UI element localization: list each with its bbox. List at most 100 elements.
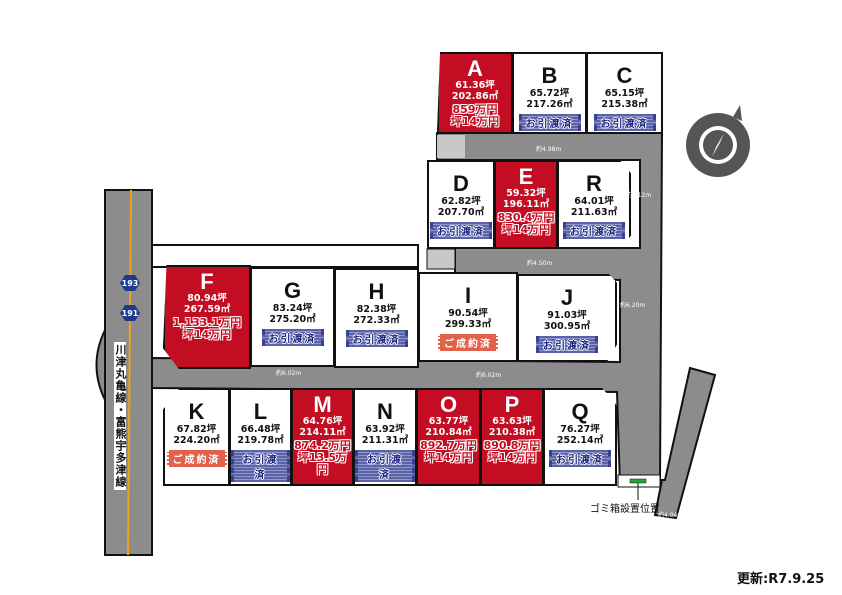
lot-letter: N <box>377 399 393 424</box>
status-badge: お引渡済 <box>549 450 611 467</box>
lot-price: 1,133.1万円 <box>172 316 242 329</box>
lot-unit-price: 坪14万円 <box>450 115 500 128</box>
lot-sqm: 252.14㎡ <box>556 435 604 446</box>
lot-unit-price: 坪14万円 <box>182 328 232 341</box>
compass-icon <box>686 105 750 177</box>
lot-sqm: 214.11㎡ <box>299 427 346 438</box>
lot-price: 830.4万円 <box>497 211 555 224</box>
route-191-sign: 191 <box>120 305 140 321</box>
lot-unit-price: 坪14万円 <box>487 451 537 464</box>
lot-price: 892.7万円 <box>420 439 477 452</box>
lot-tsubo: 65.15坪 <box>604 88 645 99</box>
status-badge-label: お引渡済 <box>268 334 317 345</box>
status-badge-label: お引渡済 <box>242 455 279 481</box>
lot-sqm: 267.59㎡ <box>183 304 231 315</box>
lot-tsubo: 82.38坪 <box>356 304 397 315</box>
lot-price: 859万円 <box>452 103 498 116</box>
lot-sqm: 211.63㎡ <box>570 207 618 218</box>
lot-sqm: 275.20㎡ <box>269 314 316 325</box>
lot-letter: D <box>453 171 469 196</box>
status-badge: お引渡済 <box>345 330 408 347</box>
lot-tsubo: 63.92坪 <box>365 424 405 435</box>
lot-sqm: 217.26㎡ <box>526 99 573 110</box>
lot-tsubo: 64.76坪 <box>302 416 343 427</box>
lot-tsubo: 67.82坪 <box>176 424 217 435</box>
status-badge-label: お引渡済 <box>367 455 403 481</box>
road-width-label: 約4.98m <box>536 146 562 153</box>
lot-sqm: 207.70㎡ <box>437 207 485 218</box>
lot-tsubo: 66.48坪 <box>240 424 281 435</box>
status-badge: ご成約済 <box>166 450 227 467</box>
lot-price-block: 874.2万円 坪13.5万円 <box>293 440 352 476</box>
lot-sqm: 299.33㎡ <box>444 319 492 330</box>
lot-tsubo: 76.27坪 <box>560 424 600 435</box>
road-name: 川津丸亀線・富熊宇多津線 <box>114 342 127 490</box>
status-badge-label: お引渡済 <box>600 119 649 130</box>
road-width-label: 約6.02m <box>476 372 502 379</box>
lot-letter: B <box>541 63 558 88</box>
lot-tsubo: 62.82坪 <box>441 196 481 207</box>
lot-letter: O <box>439 392 458 417</box>
lot-letter: P <box>504 392 520 417</box>
lot-tsubo: 91.03坪 <box>547 310 587 321</box>
lot-price-block: 1,133.1万円 坪14万円 <box>165 317 249 341</box>
lot-sqm: 202.86㎡ <box>451 91 499 102</box>
lot-unit-price: 坪14万円 <box>501 223 551 236</box>
lot-tsubo: 61.36坪 <box>455 80 495 91</box>
lot-letter: F <box>200 269 214 294</box>
lot-tsubo: 83.24坪 <box>272 303 313 314</box>
status-badge-label: ご成約済 <box>444 339 492 350</box>
lot-letter: E <box>518 164 534 189</box>
lot-sqm: 224.20㎡ <box>173 435 220 446</box>
lot-price-block: 892.7万円 坪14万円 <box>418 440 479 464</box>
main-road-bulge <box>95 329 106 401</box>
status-badge: お引渡済 <box>261 329 324 346</box>
lot-letter: L <box>253 399 268 424</box>
road-width-label: 約4.50m <box>527 260 553 267</box>
gray-plot-2 <box>426 248 456 270</box>
lot-price-block: 890.8万円 坪14万円 <box>482 440 542 464</box>
status-badge-label: お引渡済 <box>352 335 401 346</box>
lot-tsubo: 63.63坪 <box>492 416 532 427</box>
lot-letter: H <box>368 279 385 304</box>
status-badge: お引渡済 <box>231 450 290 482</box>
lot-tsubo: 80.94坪 <box>187 293 227 304</box>
lot-sqm: 211.31㎡ <box>361 435 409 446</box>
status-badge-label: ご成約済 <box>172 455 221 466</box>
lot-price: 890.8万円 <box>483 439 541 452</box>
road-width-label: 約4.04m <box>658 512 684 519</box>
lot-letter: A <box>467 56 483 81</box>
lot-letter: J <box>560 285 574 310</box>
lot-tsubo: 65.72坪 <box>529 88 570 99</box>
lot-unit-price: 坪14万円 <box>424 451 473 464</box>
status-badge: お引渡済 <box>593 114 656 131</box>
lot-sqm: 215.38㎡ <box>601 99 648 110</box>
status-badge: お引渡済 <box>355 450 415 482</box>
status-badge: お引渡済 <box>430 222 492 239</box>
lot-letter: C <box>616 63 633 88</box>
lot-sqm: 219.78㎡ <box>237 435 284 446</box>
road-centerline <box>127 189 132 556</box>
road-width-label: 約6.20m <box>620 302 646 309</box>
lot-unit-price: 坪13.5万円 <box>297 451 348 476</box>
lot-sqm: 272.33㎡ <box>353 315 400 326</box>
lot-letter: G <box>283 278 302 303</box>
